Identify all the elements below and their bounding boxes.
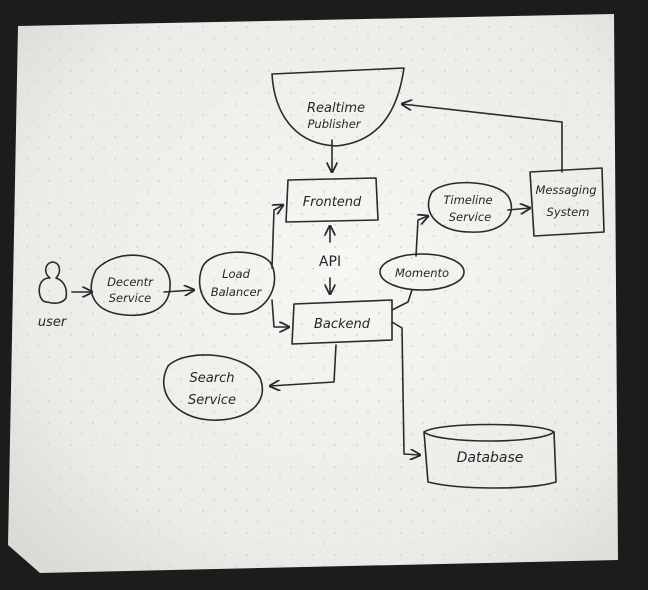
realtime-label-1: Realtime	[307, 101, 365, 116]
arrow-momento-to-timeline	[415, 216, 428, 257]
arrow-backend-to-momento	[391, 289, 413, 311]
arrow-lb-to-backend	[271, 299, 289, 327]
timeline-service-node: Timeline Service	[427, 181, 513, 233]
connectors	[71, 104, 563, 455]
arrow-backend-to-database	[391, 321, 420, 455]
messaging-system-node: Messaging System	[529, 167, 605, 237]
backend-label: Backend	[314, 317, 371, 332]
database-node: Database	[423, 423, 557, 489]
user-label: user	[38, 315, 68, 330]
decentr-service-node: Decentr Service	[90, 254, 171, 317]
search-service-node: Search Service	[162, 354, 264, 421]
timeline-label-2: Service	[449, 210, 492, 224]
momento-node: Momento	[379, 253, 465, 291]
napkin-texture	[8, 14, 618, 573]
load-balancer-node: Load Balancer	[198, 251, 276, 315]
api-label: API	[319, 254, 341, 270]
database-label: Database	[457, 450, 524, 466]
arrow-backend-to-search	[270, 344, 337, 386]
search-label-1: Search	[190, 371, 235, 386]
frontend-label: Frontend	[303, 195, 362, 210]
momento-label: Momento	[395, 266, 449, 280]
search-label-2: Service	[188, 393, 236, 408]
decentr-label-2: Service	[109, 291, 152, 305]
user-actor: user	[38, 261, 68, 330]
realtime-label-2: Publisher	[308, 117, 362, 131]
decentr-label-1: Decentr	[107, 275, 154, 289]
lb-label-1: Load	[222, 267, 250, 281]
frontend-node: Frontend	[285, 177, 379, 223]
arrow-lb-to-frontend	[271, 205, 283, 269]
timeline-label-1: Timeline	[443, 193, 492, 207]
messaging-label-2: System	[547, 205, 590, 219]
arrow-messaging-to-realtime	[402, 104, 563, 173]
messaging-label-1: Messaging	[535, 183, 596, 197]
backend-node: Backend	[291, 299, 393, 345]
lb-label-2: Balancer	[211, 285, 263, 299]
realtime-publisher-node: Realtime Publisher	[271, 67, 405, 147]
user-icon	[38, 261, 68, 304]
